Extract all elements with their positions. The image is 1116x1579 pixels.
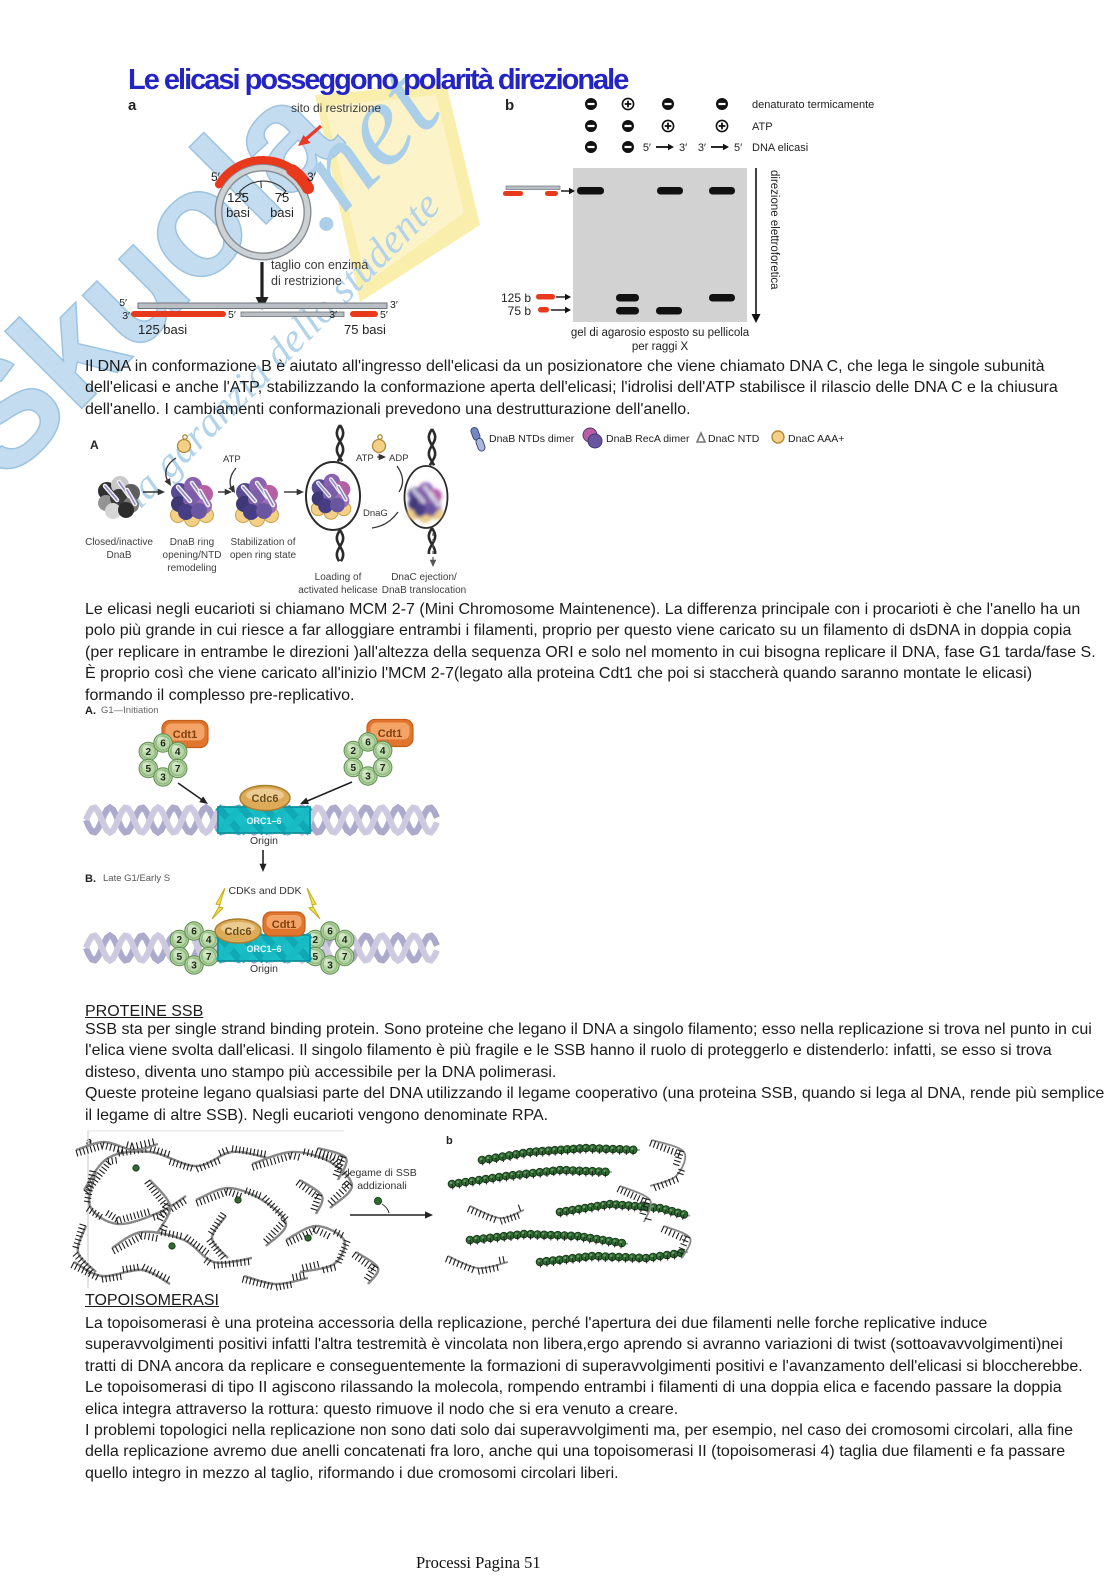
svg-text:3′: 3′ [679, 142, 687, 154]
svg-text:2: 2 [313, 935, 319, 946]
svg-text:CDKs and DDK: CDKs and DDK [229, 885, 302, 897]
svg-text:125 basi: 125 basi [138, 322, 187, 337]
svg-text:remodeling: remodeling [167, 563, 216, 574]
svg-text:A: A [90, 438, 99, 452]
svg-text:DnaB RecA dimer: DnaB RecA dimer [606, 433, 690, 445]
svg-text:6: 6 [191, 927, 197, 938]
svg-text:3: 3 [365, 772, 371, 783]
svg-text:A.: A. [85, 705, 96, 717]
svg-text:4: 4 [175, 747, 181, 758]
svg-text:3′: 3′ [122, 310, 130, 322]
svg-text:3: 3 [160, 773, 166, 784]
svg-text:75 b: 75 b [508, 304, 532, 318]
svg-text:Cdc6: Cdc6 [252, 793, 279, 805]
svg-text:denaturato termicamente: denaturato termicamente [752, 99, 874, 111]
svg-text:5′: 5′ [380, 309, 388, 321]
svg-text:7: 7 [206, 952, 212, 963]
svg-text:basi: basi [270, 205, 294, 220]
svg-text:addizionali: addizionali [357, 1180, 407, 1192]
svg-text:basi: basi [226, 205, 250, 220]
svg-text:direzione elettroforetica: direzione elettroforetica [768, 170, 780, 290]
svg-text:gel di agarosio esposto su pel: gel di agarosio esposto su pellicola [571, 327, 750, 339]
svg-text:ORC1–6: ORC1–6 [246, 816, 281, 826]
svg-text:3′: 3′ [329, 309, 337, 321]
svg-text:3: 3 [327, 961, 333, 972]
svg-text:DnaB ring: DnaB ring [170, 537, 214, 548]
svg-text:sito di restrizione: sito di restrizione [291, 101, 381, 115]
svg-text:a: a [86, 1136, 93, 1148]
svg-text:75: 75 [275, 190, 289, 205]
svg-text:ATP: ATP [223, 454, 241, 465]
svg-text:ORC1–6: ORC1–6 [246, 944, 281, 954]
svg-text:taglio con enzima: taglio con enzima [271, 258, 368, 272]
svg-text:5: 5 [313, 952, 319, 963]
svg-text:activated helicase: activated helicase [298, 585, 378, 596]
svg-text:per raggi X: per raggi X [632, 341, 689, 353]
svg-text:5′: 5′ [734, 142, 742, 154]
svg-text:6: 6 [327, 927, 333, 938]
svg-text:5′: 5′ [211, 170, 221, 184]
svg-text:2: 2 [146, 747, 152, 758]
svg-text:DNA elicasi: DNA elicasi [752, 142, 808, 154]
svg-text:Loading of: Loading of [315, 572, 362, 583]
svg-text:G1—Initiation: G1—Initiation [101, 705, 159, 716]
svg-text:DnaC ejection/: DnaC ejection/ [391, 572, 457, 583]
svg-text:ATP: ATP [356, 453, 374, 464]
svg-text:Origin: Origin [250, 835, 278, 847]
svg-text:DnaC NTD: DnaC NTD [708, 433, 760, 445]
svg-text:3′: 3′ [698, 142, 706, 154]
svg-text:legame di SSB: legame di SSB [347, 1167, 416, 1179]
svg-text:b: b [446, 1135, 453, 1147]
svg-text:125: 125 [227, 190, 249, 205]
svg-text:5′: 5′ [228, 309, 236, 321]
svg-text:ATP: ATP [752, 121, 773, 133]
svg-text:open ring state: open ring state [230, 550, 297, 561]
svg-text:opening/NTD: opening/NTD [163, 550, 222, 561]
svg-text:Stabilization of: Stabilization of [230, 537, 295, 548]
svg-text:5: 5 [177, 952, 183, 963]
svg-text:5: 5 [146, 764, 152, 775]
svg-text:6: 6 [160, 739, 166, 750]
svg-text:DnaB: DnaB [106, 550, 131, 561]
svg-text:Cdt1: Cdt1 [272, 919, 296, 931]
svg-text:a: a [128, 97, 137, 114]
svg-text:2: 2 [351, 746, 357, 757]
svg-text:3′: 3′ [307, 170, 317, 184]
svg-text:6: 6 [365, 738, 371, 749]
svg-text:2: 2 [177, 935, 183, 946]
svg-text:b: b [505, 97, 514, 114]
svg-text:DnaB NTDs dimer: DnaB NTDs dimer [489, 433, 575, 445]
svg-text:Origin: Origin [250, 963, 278, 975]
svg-text:ADP: ADP [389, 453, 409, 464]
svg-text:5′: 5′ [119, 297, 127, 309]
svg-text:3: 3 [191, 961, 197, 972]
svg-text:DnaC AAA+: DnaC AAA+ [788, 433, 844, 445]
svg-text:DnaB translocation: DnaB translocation [382, 585, 467, 596]
svg-text:7: 7 [175, 764, 181, 775]
svg-text:4: 4 [342, 935, 348, 946]
svg-text:3′: 3′ [390, 299, 398, 311]
svg-text:Cdt1: Cdt1 [378, 728, 402, 740]
svg-text:125 b: 125 b [501, 291, 531, 305]
svg-text:di restrizione: di restrizione [271, 274, 342, 288]
svg-text:4: 4 [206, 935, 212, 946]
svg-text:75 basi: 75 basi [344, 322, 386, 337]
svg-text:Closed/inactive: Closed/inactive [85, 537, 153, 548]
svg-text:Cdc6: Cdc6 [225, 926, 252, 938]
svg-text:B.: B. [85, 873, 96, 885]
svg-text:7: 7 [342, 952, 348, 963]
svg-text:5: 5 [351, 763, 357, 774]
svg-text:5′: 5′ [643, 142, 651, 154]
svg-text:7: 7 [380, 763, 386, 774]
svg-text:4: 4 [380, 746, 386, 757]
svg-text:DnaG: DnaG [363, 508, 388, 519]
svg-text:Late G1/Early S: Late G1/Early S [103, 873, 170, 884]
svg-text:Cdt1: Cdt1 [173, 729, 197, 741]
